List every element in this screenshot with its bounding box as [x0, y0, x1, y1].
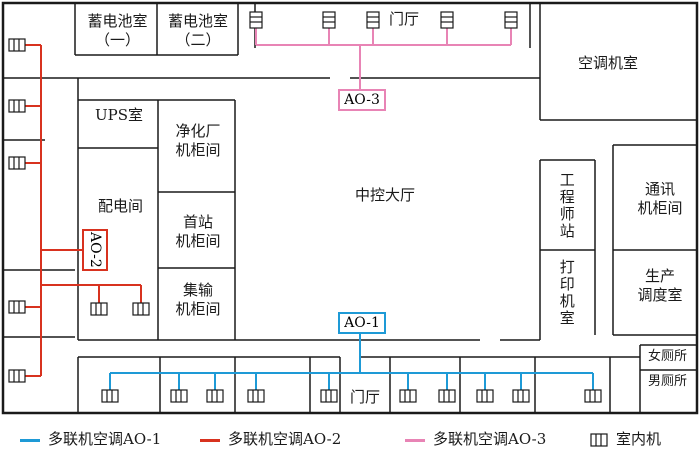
- distribution-room-label: 配电间: [98, 197, 144, 215]
- legend-ao2-swatch: [200, 438, 220, 442]
- engineer-station-label: 工程师站: [557, 172, 576, 240]
- legend-ao3-label: 多联机空调AO-3: [433, 430, 547, 448]
- ao1-unit: AO-1: [338, 312, 386, 334]
- ao1-piping: [109, 331, 594, 390]
- first-station-cabinet-label: 首站 机柜间: [175, 213, 221, 250]
- indoor-unit-icon: [101, 389, 119, 403]
- production-dispatch-label: 生产 调度室: [637, 267, 683, 304]
- ao3-piping: [255, 22, 512, 90]
- ao2-unit: AO-2: [82, 229, 108, 271]
- indoor-unit-icon: [8, 369, 26, 383]
- womens-toilet-label: 女厕所: [648, 349, 688, 364]
- indoor-unit-icon: [8, 38, 26, 52]
- legend-ao3: 多联机空调AO-3: [405, 428, 546, 449]
- indoor-unit-icon: [320, 389, 338, 403]
- ao3-unit: AO-3: [338, 89, 386, 111]
- hall-door-bottom-label: 门厅: [350, 388, 381, 406]
- purified-cabinet-label: 净化厂 机柜间: [175, 122, 221, 159]
- indoor-unit-icon: [8, 300, 26, 314]
- indoor-unit-icon: [440, 11, 454, 29]
- legend-indoor-label: 室内机: [616, 430, 662, 448]
- battery-room-1-label: 蓄电池室 （一）: [87, 12, 148, 49]
- ups-room-label: UPS室: [95, 106, 144, 124]
- indoor-unit-icon: [476, 389, 494, 403]
- indoor-unit-icon: [132, 302, 150, 316]
- indoor-unit-icon: [206, 389, 224, 403]
- legend-ao2: 多联机空调AO-2: [200, 428, 341, 449]
- legend-ao1-label: 多联机空调AO-1: [48, 430, 162, 448]
- indoor-unit-icon: [322, 11, 336, 29]
- indoor-units: [8, 11, 602, 403]
- print-room-label: 打印机室: [557, 259, 576, 327]
- indoor-unit-icon: [512, 389, 530, 403]
- central-control-hall-label: 中控大厅: [355, 186, 416, 204]
- ao2-piping: [25, 44, 142, 377]
- indoor-unit-icon: [399, 389, 417, 403]
- legend: 多联机空调AO-1 多联机空调AO-2 多联机空调AO-3 室内机: [0, 420, 700, 456]
- indoor-unit-icon: [8, 99, 26, 113]
- indoor-unit-icon: [170, 389, 188, 403]
- indoor-unit-icon: [247, 389, 265, 403]
- battery-room-2-label: 蓄电池室 （二）: [167, 12, 228, 49]
- gathering-cabinet-label: 集输 机柜间: [175, 281, 221, 318]
- hvac-room-label: 空调机室: [578, 54, 639, 72]
- indoor-unit-icon: [366, 11, 380, 29]
- mens-toilet-label: 男厕所: [648, 374, 688, 389]
- legend-indoor: 室内机: [590, 428, 661, 449]
- indoor-unit-icon: [8, 156, 26, 170]
- legend-ao3-swatch: [405, 438, 425, 442]
- indoor-unit-icon: [590, 433, 608, 447]
- indoor-unit-icon: [584, 389, 602, 403]
- indoor-unit-icon: [438, 389, 456, 403]
- legend-ao1-swatch: [20, 438, 40, 442]
- indoor-unit-icon: [504, 11, 518, 29]
- floor-plan: [1, 1, 699, 415]
- hall-door-top-label: 门厅: [389, 10, 420, 28]
- legend-ao2-label: 多联机空调AO-2: [228, 430, 342, 448]
- walls: [1, 1, 699, 415]
- comm-cabinet-label: 通讯 机柜间: [637, 180, 683, 217]
- indoor-unit-icon: [249, 11, 263, 29]
- indoor-unit-icon: [90, 302, 108, 316]
- legend-ao1: 多联机空调AO-1: [20, 428, 161, 449]
